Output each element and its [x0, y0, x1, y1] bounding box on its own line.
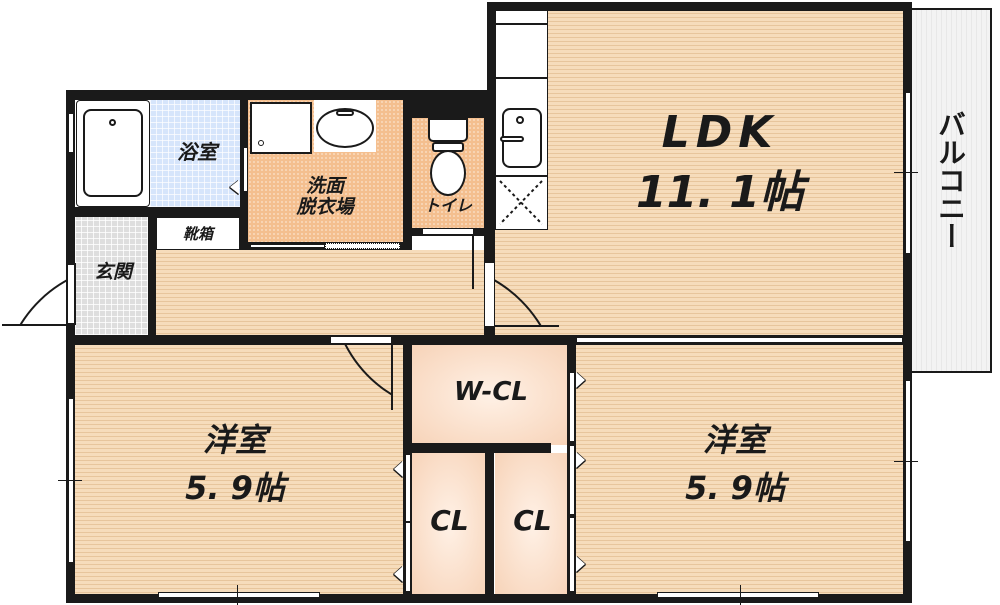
sliding-door[interactable] [325, 243, 400, 249]
closet-right-floor [495, 453, 570, 595]
door-handle-icon [230, 180, 239, 194]
ldk-door-leaf[interactable] [484, 262, 495, 327]
bathtub [76, 100, 150, 207]
wall [487, 2, 496, 100]
western-room-left-label: 洋室 [202, 421, 267, 459]
closet-door[interactable] [405, 454, 411, 522]
bathtub-basin-icon [83, 109, 143, 197]
kitchen-counter [495, 10, 548, 24]
walk-in-closet-floor [412, 345, 570, 445]
door-handle-icon [576, 372, 585, 388]
kitchen-counter [495, 24, 548, 78]
window [576, 337, 903, 343]
window-marker [894, 461, 918, 462]
window-marker [740, 585, 741, 605]
wall [484, 100, 495, 335]
washbasin-icon [316, 108, 374, 148]
washroom-label-line2: 脱衣場 [296, 196, 354, 218]
cross-mark-icon [499, 180, 543, 225]
toilet-tank [428, 118, 468, 142]
wall [148, 217, 156, 335]
closet-door[interactable] [569, 517, 575, 592]
balcony [910, 8, 992, 373]
door-handle-icon [576, 452, 585, 468]
window-marker [894, 172, 918, 173]
closet-door[interactable] [405, 522, 411, 592]
washing-machine-space [250, 102, 312, 154]
wall [403, 443, 551, 453]
washroom-label-line1: 洗面 [305, 175, 344, 197]
sliding-door[interactable] [250, 244, 325, 248]
ldk-floor [495, 10, 905, 335]
wall [485, 453, 494, 603]
wall [66, 335, 912, 345]
refrigerator-space [495, 176, 548, 230]
window-marker [58, 480, 82, 481]
ldk-label: LDK [661, 107, 779, 158]
window [158, 592, 320, 598]
wall [403, 100, 493, 118]
window [243, 147, 248, 192]
wall [487, 2, 912, 11]
wall [66, 90, 75, 602]
entrance-label: 玄関 [93, 261, 132, 283]
window [68, 113, 74, 153]
wall [66, 90, 496, 100]
hallway-floor [155, 250, 495, 335]
western-room-door-leaf[interactable] [330, 336, 392, 344]
sink-icon [500, 108, 542, 168]
washbasin [314, 100, 376, 152]
walk-in-closet-label: W-CL [454, 377, 528, 407]
toilet-label: トイレ [423, 196, 472, 215]
western-room-left-area: 5. 9帖 [185, 469, 285, 507]
shoe-cabinet [156, 217, 240, 250]
closet-left-label: CL [430, 504, 469, 537]
wall [403, 100, 412, 250]
door-handle-icon [394, 461, 403, 477]
toilet-seat-icon [430, 150, 466, 196]
bathroom-label: 浴室 [177, 140, 217, 164]
balcony-label: バルコニー [934, 110, 967, 250]
shoe-cabinet-label: 靴箱 [182, 225, 213, 243]
wall [66, 207, 248, 217]
wall [903, 2, 912, 602]
closet-right-label: CL [513, 504, 552, 537]
entrance-door-leaf[interactable] [66, 263, 76, 325]
closet-door[interactable] [569, 372, 575, 442]
window [657, 592, 819, 598]
closet-door[interactable] [569, 445, 575, 515]
closet-left-floor [412, 453, 487, 595]
door-handle-icon [576, 556, 585, 572]
western-room-right-label: 洋室 [702, 421, 767, 459]
western-room-left-floor [75, 345, 405, 595]
western-room-right-area: 5. 9帖 [685, 469, 785, 507]
toilet-door-leaf[interactable] [422, 228, 474, 235]
entrance-floor [75, 217, 150, 335]
window-marker [237, 585, 238, 605]
kitchen-sink-counter [495, 78, 548, 176]
bathroom-floor [150, 100, 240, 207]
western-room-right-floor [575, 345, 905, 595]
window [905, 92, 911, 254]
door-handle-icon [394, 566, 403, 582]
ldk-area: 11. 1帖 [636, 167, 804, 218]
